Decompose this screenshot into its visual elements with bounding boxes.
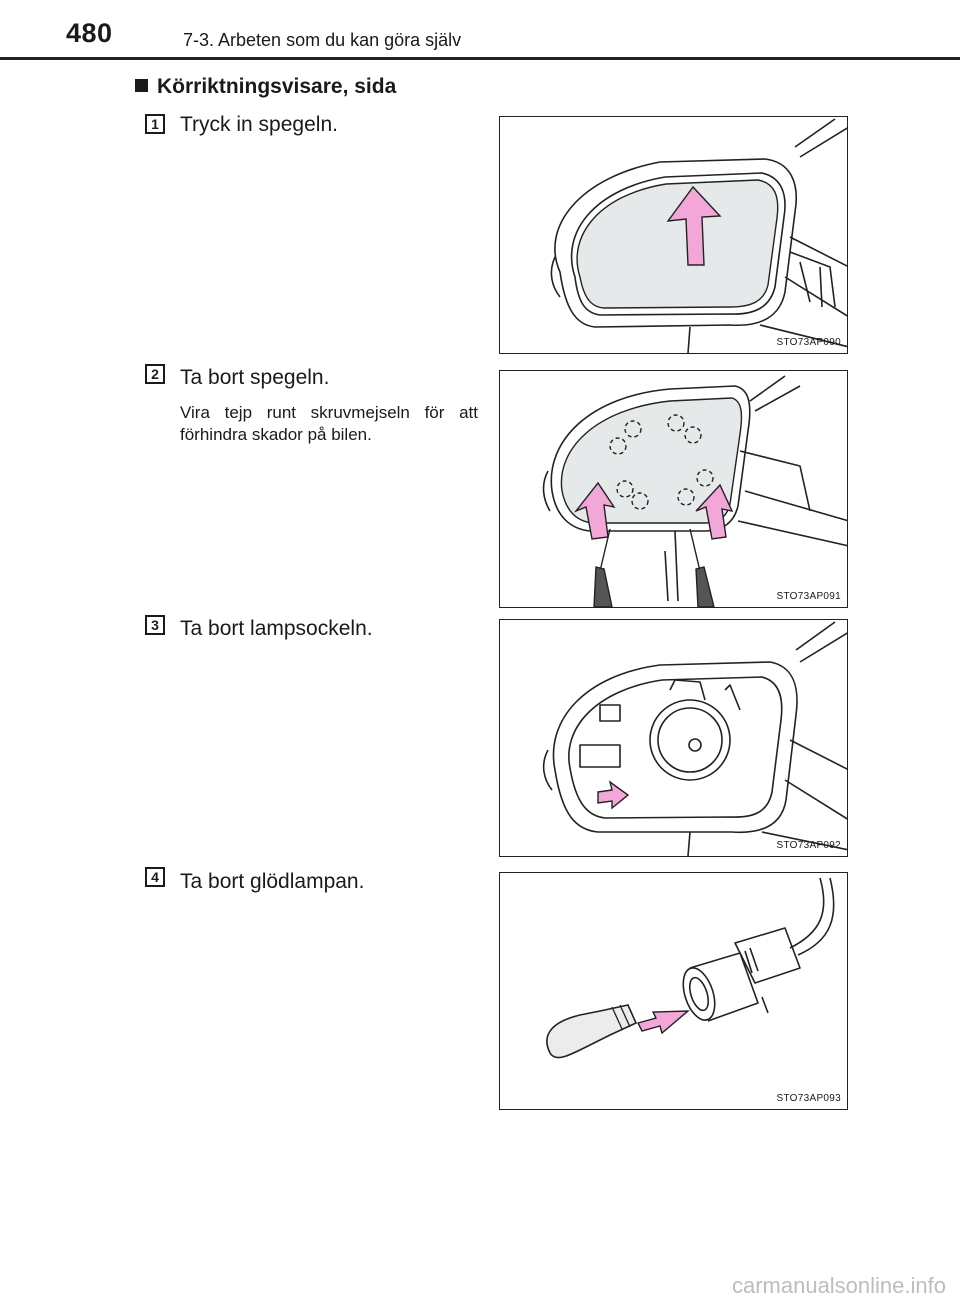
section-title-text: Körriktningsvisare, sida [157,75,397,98]
step-instruction: Ta bort spegeln. [180,366,330,389]
chapter-title: 7-3. Arbeten som du kan göra själv [183,30,462,50]
step-number-badge: 3 [145,615,165,635]
header-divider [0,57,960,60]
step-note: Vira tejp runt skruvmejseln för att förh… [180,403,478,444]
step-number-badge: 1 [145,114,165,134]
page-header: 480 7-3. Arbeten som du kan göra själv [0,0,960,60]
figure-code: STO73AP090 [776,337,841,348]
step-instruction: Ta bort lampsockeln. [180,617,373,640]
figure-code: STO73AP091 [776,591,841,602]
section-heading: Körriktningsvisare, sida [135,75,396,99]
page-number: 480 [66,18,113,48]
watermark: carmanualsonline.info [731,1273,946,1298]
step-number-badge: 2 [145,364,165,384]
bulb-removal-illustration [546,877,835,1059]
step-illustration: STO73AP093 [499,872,848,1110]
lamp-socket-illustration [542,621,847,856]
mirror-removal-illustration [542,375,847,607]
square-bullet-icon [135,79,148,92]
step-illustration: STO73AP090 [499,116,848,354]
mirror-push-illustration [550,118,847,353]
step-instruction: Ta bort glödlampan. [180,870,365,893]
step-instruction: Tryck in spegeln. [180,113,338,136]
figure-code: STO73AP093 [776,1093,841,1104]
step-illustration: STO73AP091 [499,370,848,608]
figure-code: STO73AP092 [776,840,841,851]
step-number-badge: 4 [145,867,165,887]
step-illustration: STO73AP092 [499,619,848,857]
